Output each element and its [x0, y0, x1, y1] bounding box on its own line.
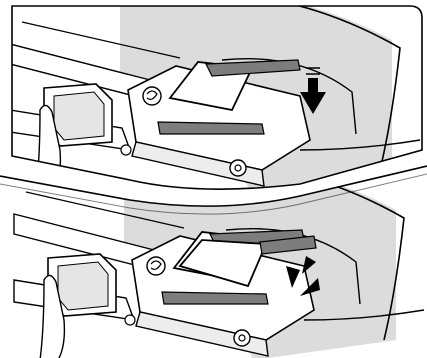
panel-top [10, 0, 420, 190]
